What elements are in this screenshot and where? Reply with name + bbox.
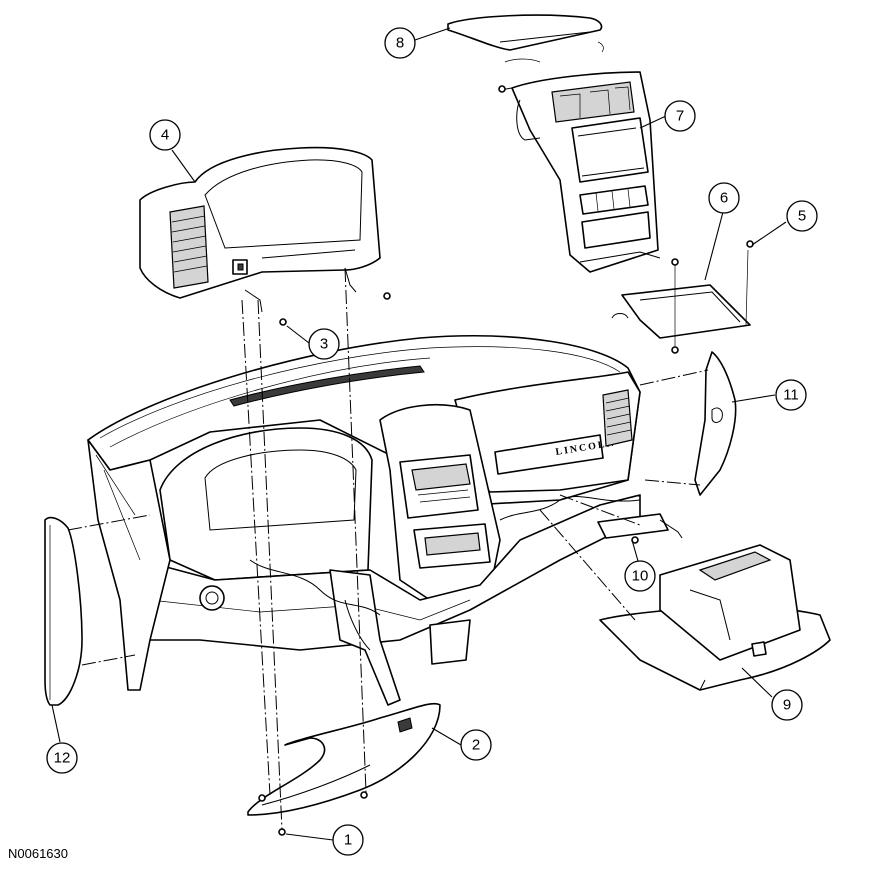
callout-3: 3 <box>308 328 340 360</box>
callout-9-label: 9 <box>783 697 791 714</box>
screw-5 <box>745 240 754 326</box>
callout-11-label: 11 <box>783 387 799 404</box>
callout-9: 9 <box>771 689 803 721</box>
callout-8-label: 8 <box>396 35 404 52</box>
upper-display-cover <box>447 14 604 63</box>
callout-5: 5 <box>786 200 818 232</box>
cluster-bezel <box>139 146 391 313</box>
lower-stack-trim <box>611 258 751 354</box>
callout-12: 12 <box>46 742 78 774</box>
callout-1-label: 1 <box>344 832 352 849</box>
callout-7-label: 7 <box>676 108 684 125</box>
right-end-panel <box>639 351 737 496</box>
callout-3-label: 3 <box>320 336 328 353</box>
callout-4-label: 4 <box>161 127 169 144</box>
glove-box-bracket <box>597 513 683 544</box>
left-end-panel <box>44 514 151 706</box>
callout-1: 1 <box>332 824 364 856</box>
callout-4: 4 <box>149 119 181 151</box>
callout-10: 10 <box>624 560 656 592</box>
callout-10-label: 10 <box>632 568 649 585</box>
callout-2-label: 2 <box>472 737 480 754</box>
callout-2: 2 <box>460 729 492 761</box>
glove-box <box>599 544 831 691</box>
callout-5-label: 5 <box>798 208 806 225</box>
callout-6: 6 <box>708 182 740 214</box>
callout-6-label: 6 <box>720 190 728 207</box>
callout-11: 11 <box>775 379 807 411</box>
center-stack-bezel <box>498 71 661 273</box>
fasteners <box>241 267 641 836</box>
lower-bolster <box>247 702 441 816</box>
figure-id: N0061630 <box>8 846 68 861</box>
callout-8: 8 <box>384 27 416 59</box>
callout-12-label: 12 <box>54 750 71 767</box>
instrument-panel: LINCOLN <box>87 335 641 706</box>
callout-7: 7 <box>664 100 696 132</box>
callout-leaders <box>51 27 787 841</box>
